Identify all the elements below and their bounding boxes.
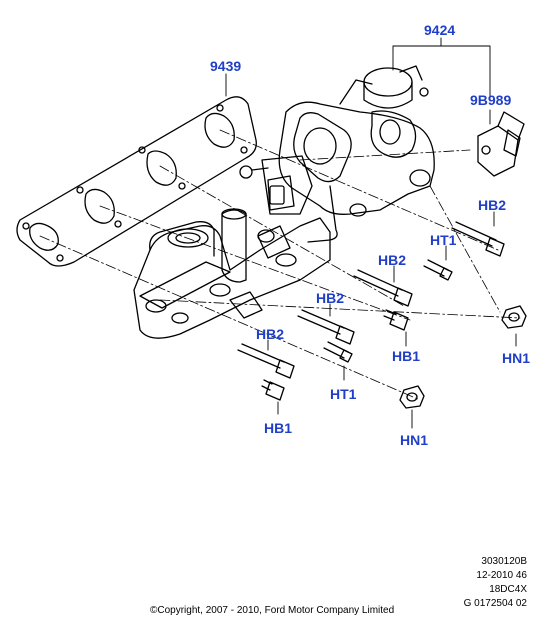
reference-code: 3030120B xyxy=(481,556,527,567)
reference-date: 12-2010 46 xyxy=(476,570,527,581)
callout-hb1-lower: HB1 xyxy=(264,420,293,436)
callout-hn1-lower: HN1 xyxy=(400,432,429,448)
egr-valve-assembly xyxy=(239,65,435,243)
callout-hb2-top: HB2 xyxy=(478,197,507,213)
leader-lines xyxy=(225,37,517,429)
copyright-notice: ©Copyright, 2007 - 2010, Ford Motor Comp… xyxy=(150,605,395,616)
egr-position-sensor xyxy=(477,111,525,177)
callout-9424: 9424 xyxy=(424,22,456,38)
callout-ht1-lower: HT1 xyxy=(330,386,357,402)
exhaust-manifold xyxy=(133,208,331,339)
fasteners xyxy=(237,221,527,409)
callout-hb1-middle: HB1 xyxy=(392,348,421,364)
dash-dot-axes xyxy=(39,129,521,401)
callout-hb2-left: HB2 xyxy=(316,290,345,306)
reference-engine: 18DC4X xyxy=(489,584,527,595)
callout-hn1-right: HN1 xyxy=(502,350,531,366)
callout-9439: 9439 xyxy=(210,58,242,74)
callout-hb2-middle: HB2 xyxy=(378,252,407,268)
callout-hb2-far-left: HB2 xyxy=(256,326,285,342)
reference-drawing-number: G 0172504 02 xyxy=(463,598,527,609)
callout-9b989: 9B989 xyxy=(470,92,512,108)
callout-ht1-top: HT1 xyxy=(430,232,457,248)
manifold-gasket xyxy=(16,96,257,267)
